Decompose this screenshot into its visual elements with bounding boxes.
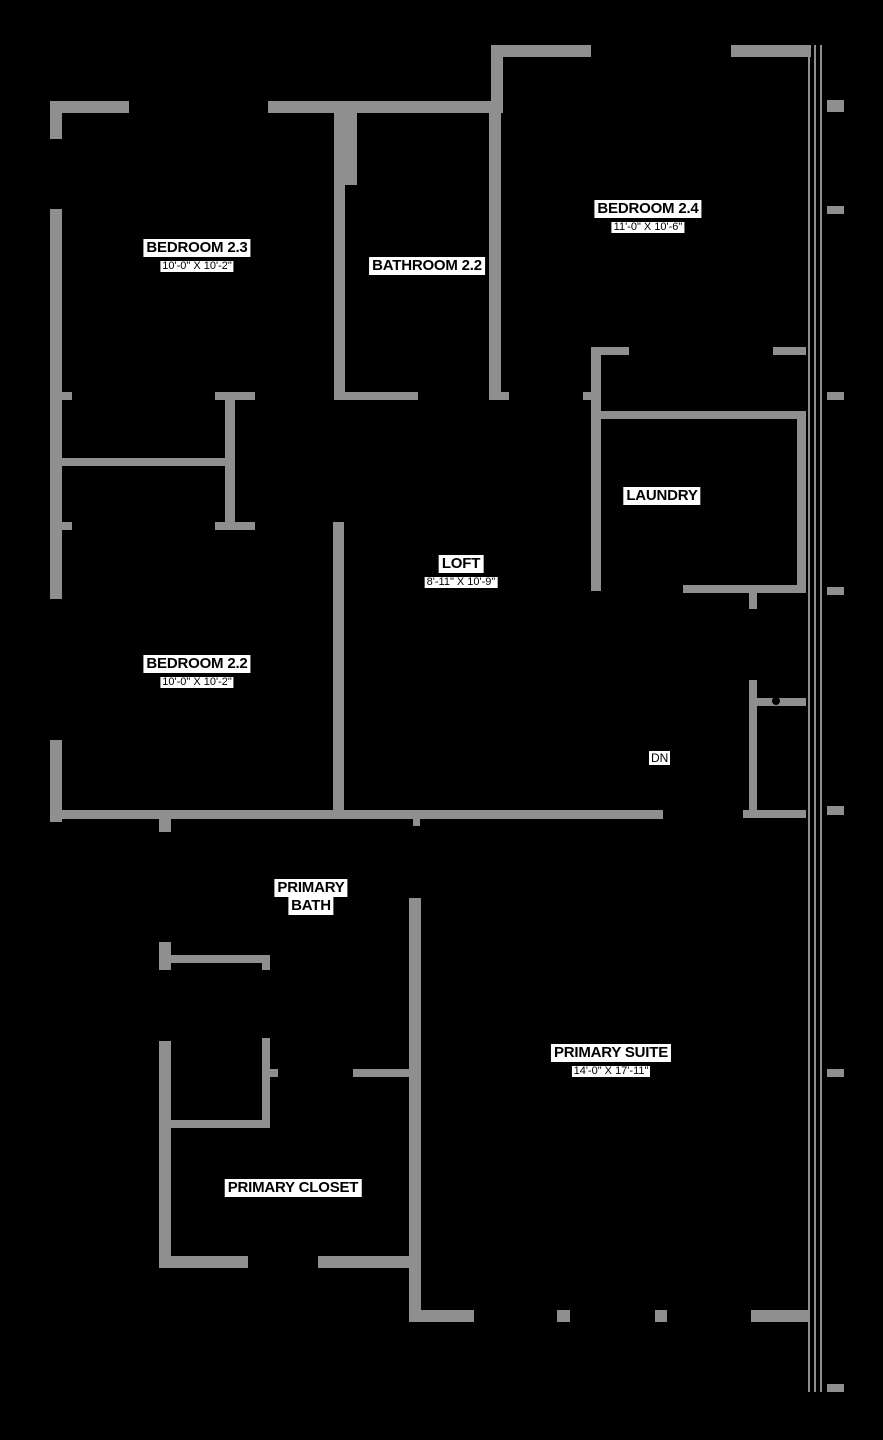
wall-segment: [827, 1069, 844, 1077]
wall-segment: [60, 522, 72, 530]
wall-segment: [743, 810, 806, 818]
walls: [50, 45, 844, 1392]
room-name: PRIMARY SUITE: [550, 1044, 672, 1062]
room-label-bedroom-2-4: BEDROOM 2.4 11'-0" X 10'-6": [594, 200, 702, 235]
room-label-bedroom-2-3: BEDROOM 2.3 10'-0" X 10'-2": [143, 239, 251, 274]
room-dimensions: 11'-0" X 10'-6": [611, 220, 685, 234]
wall-segment: [268, 1069, 278, 1077]
wall-segment: [262, 955, 270, 970]
wall-segment: [50, 101, 62, 139]
wall-segment: [159, 1256, 248, 1268]
wall-segment: [225, 392, 235, 527]
wall-segment: [50, 810, 663, 819]
wall-segment: [268, 101, 503, 113]
wall-segment: [591, 347, 601, 591]
room-label-primary-suite: PRIMARY SUITE 14'-0" X 17'-11": [550, 1044, 672, 1079]
room-name: BEDROOM 2.3: [143, 239, 251, 257]
wall-segment: [409, 1310, 474, 1322]
wall-segment: [583, 392, 601, 400]
wall-segment: [60, 458, 230, 466]
room-name-line-2: BATH: [288, 896, 334, 915]
room-name: BATHROOM 2.2: [369, 257, 485, 275]
wall-segment: [683, 585, 806, 593]
wall-segment: [50, 101, 129, 113]
wall-segment: [159, 814, 171, 832]
wall-segment: [345, 110, 357, 185]
wall-segment: [159, 1120, 269, 1128]
wall-segment: [50, 209, 62, 599]
wall-segment: [557, 1310, 570, 1322]
wall-segment: [489, 392, 509, 400]
room-label-primary-bath: PRIMARY BATH: [274, 879, 348, 915]
room-name: PRIMARY CLOSET: [224, 1179, 362, 1197]
room-dimensions: 14'-0" X 17'-11": [571, 1064, 651, 1078]
wall-segment: [731, 45, 811, 57]
wall-segment: [655, 1310, 667, 1322]
wall-segment: [591, 411, 806, 419]
room-label-bedroom-2-2: BEDROOM 2.2 10'-0" X 10'-2": [143, 655, 251, 690]
wall-segment: [334, 110, 345, 398]
door-knob-marker: [772, 697, 780, 705]
room-label-primary-closet: PRIMARY CLOSET: [224, 1179, 362, 1197]
wall-segment: [827, 806, 844, 815]
wall-segment: [60, 392, 72, 400]
wall-segment: [489, 110, 501, 400]
wall-segment: [827, 392, 844, 400]
wall-segment: [491, 45, 503, 113]
stair-down-label: DN: [649, 751, 671, 765]
room-name: BEDROOM 2.4: [594, 200, 702, 218]
wall-segment: [333, 522, 344, 814]
wall-segment: [262, 1038, 270, 1128]
wall-segment: [159, 955, 269, 963]
room-label-loft: LOFT 8'-11" X 10'-9": [424, 555, 498, 590]
wall-segment: [413, 814, 420, 826]
wall-segment: [215, 392, 255, 400]
room-name-line-1: PRIMARY: [274, 879, 348, 897]
wall-segment: [827, 206, 844, 214]
wall-segment: [751, 1310, 809, 1322]
wall-segment: [827, 587, 844, 595]
room-name: LAUNDRY: [623, 487, 701, 505]
wall-segment: [409, 898, 421, 1310]
room-dimensions: 8'-11" X 10'-9": [424, 575, 498, 589]
wall-segment: [591, 347, 629, 355]
wall-segment: [749, 680, 757, 815]
wall-segment: [827, 100, 844, 112]
room-name: LOFT: [438, 555, 484, 573]
wall-segment: [827, 1384, 844, 1392]
wall-segment: [773, 347, 806, 355]
wall-segment: [749, 591, 757, 609]
room-label-bathroom-2-2: BATHROOM 2.2: [369, 257, 485, 275]
room-dimensions: 10'-0" X 10'-2": [160, 259, 234, 273]
room-name: BEDROOM 2.2: [143, 655, 251, 673]
wall-segment: [353, 1069, 413, 1077]
exterior-wall-lines: [808, 45, 822, 1392]
wall-segment: [318, 1256, 413, 1268]
room-label-laundry: LAUNDRY: [623, 487, 701, 505]
wall-segment: [50, 740, 62, 822]
wall-segment: [491, 45, 591, 57]
wall-segment: [159, 1041, 171, 1268]
wall-segment: [215, 522, 255, 530]
wall-segment: [797, 411, 806, 589]
room-dimensions: 10'-0" X 10'-2": [160, 675, 234, 689]
wall-segment: [334, 392, 418, 400]
